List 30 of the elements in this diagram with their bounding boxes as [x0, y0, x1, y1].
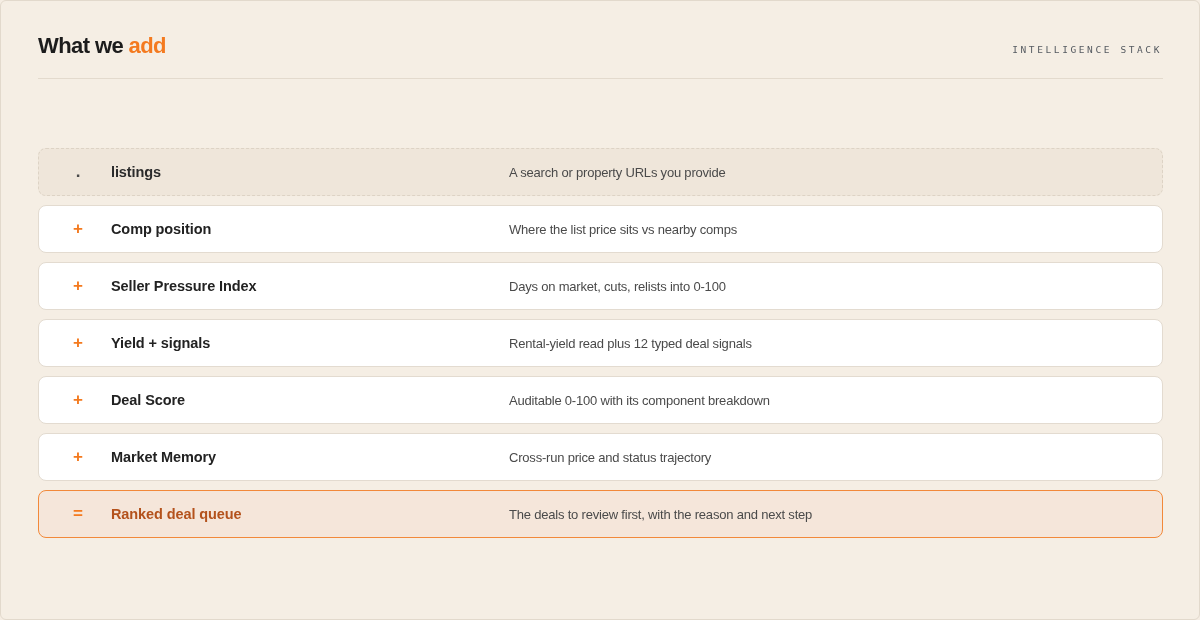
step-symbol: + [72, 447, 84, 467]
step-symbol: + [72, 276, 84, 296]
row-title: listings [111, 163, 161, 181]
row-title: Comp position [111, 220, 212, 238]
step-symbol: + [72, 333, 84, 353]
step-symbol: = [72, 504, 84, 524]
layer-row [38, 205, 1163, 253]
result-row [38, 490, 1163, 538]
layer-row [38, 262, 1163, 310]
row-title: Market Memory [111, 448, 217, 466]
step-symbol: + [72, 219, 84, 239]
step-symbol: + [72, 390, 84, 410]
row-description: Rental-yield read plus 12 typed deal signals [509, 335, 752, 352]
row-title: Yield + signals [111, 334, 211, 352]
row-description: Where the list price sits vs nearby comps [509, 221, 738, 238]
row-description: Auditable 0-100 with its component breakdown [509, 392, 770, 409]
layer-row [38, 433, 1163, 481]
diagram-title: What we add [38, 32, 166, 60]
layer-row [38, 376, 1163, 424]
row-title: Ranked deal queue [111, 505, 242, 523]
row-description: The deals to review first, with the reason and next step [509, 506, 813, 523]
input-row [38, 148, 1163, 196]
section-label: INTELLIGENCE STACK [1012, 44, 1162, 56]
layer-row [38, 319, 1163, 367]
row-title: Deal Score [111, 391, 185, 409]
row-description: A search or property URLs you provide [509, 164, 726, 181]
row-description: Days on market, cuts, relists into 0-100 [509, 278, 726, 295]
row-title: Seller Pressure Index [111, 277, 257, 295]
step-symbol: . [74, 162, 82, 182]
row-description: Cross-run price and status trajectory [509, 449, 712, 466]
